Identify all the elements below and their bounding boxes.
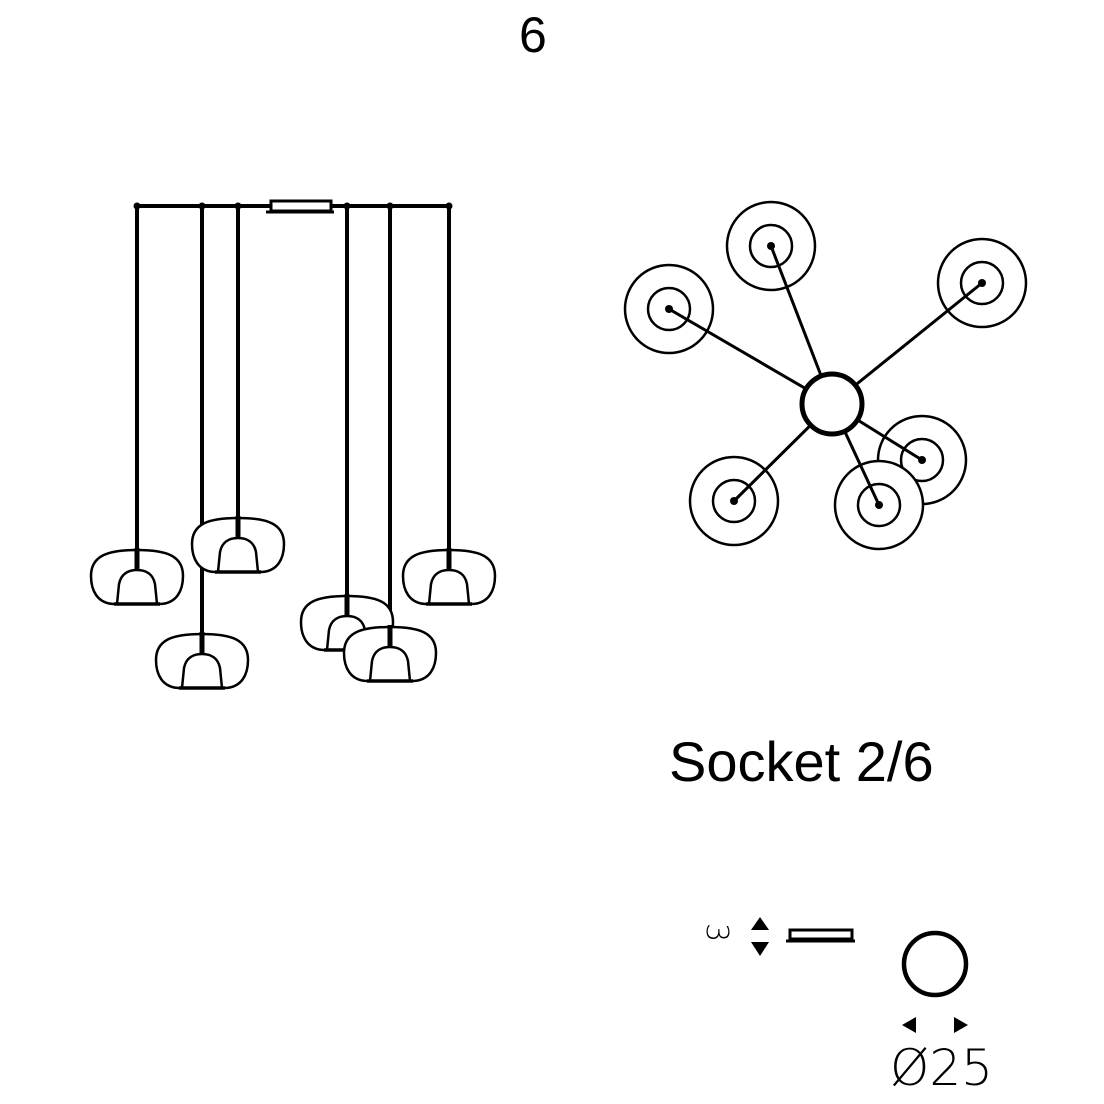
cord-anchor [343,202,351,210]
canopy-side-small [786,928,855,943]
socket-point [665,305,673,313]
pendant-3 [190,516,286,574]
pendant-2 [154,632,250,690]
canopy-diameter-label: Ø25 [890,1039,993,1097]
pendant-6 [401,548,497,606]
diameter-arrow-icon [902,1017,968,1033]
socket-point [767,242,775,250]
height-arrow-icon [751,917,769,956]
socket-point [978,279,986,287]
socket-point [875,501,883,509]
cord-anchor [386,202,394,210]
socket-label: Socket 2/6 [669,730,934,793]
cord-anchor [198,202,206,210]
canopy-height-label: 3 [699,923,734,943]
canopy-side [266,199,334,214]
canopy-top-circle [901,930,969,998]
lamp-count-title: 6 [519,7,547,63]
cord-anchor [234,202,242,210]
socket-point [918,456,926,464]
cord-anchor [445,202,453,210]
pendant-1 [89,548,185,606]
cord-anchor [133,202,141,210]
socket-point [730,497,738,505]
pendant-5 [342,625,438,683]
central-hub [799,371,865,437]
